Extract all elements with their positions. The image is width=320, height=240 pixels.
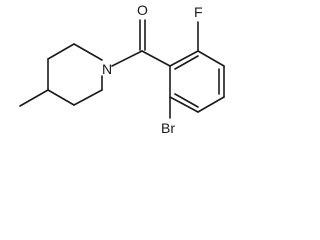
bromine-label: Br [161,120,175,136]
bond-ar1-ar2-inner [174,55,199,70]
bond-c4-methyl [19,89,49,107]
fluorine-label: F [194,4,203,20]
bond-c2-c3 [47,43,75,60]
bond-ar5-ar6 [169,96,199,113]
carbonyl-group [111,19,171,67]
bond-ar1-ar2 [169,50,199,67]
bond-carbonyl-ring [141,50,171,67]
bond-c4-c5 [47,89,75,106]
piperidine-ring [19,43,103,107]
molecule-diagram: O F N Br [19,2,225,136]
bond-n-c2 [73,43,103,61]
bond-ar5-ar6-inner [174,93,199,108]
bond-n-carbonyl [111,50,143,67]
bond-ar2-ar3 [197,50,225,67]
bond-ar4-ar5 [197,96,225,113]
nitrogen-label: N [102,61,112,77]
benzene-ring [169,21,225,119]
bond-c5-c6 [73,89,103,106]
oxygen-label: O [137,2,148,18]
